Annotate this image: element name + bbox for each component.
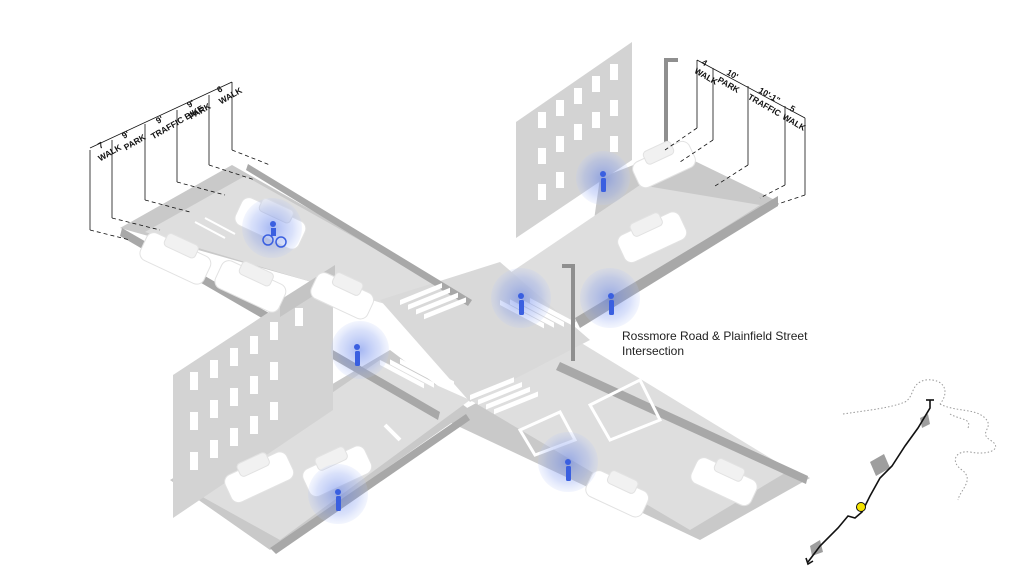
pedestrian-icon xyxy=(335,489,341,511)
dim-measure: 4 xyxy=(700,57,709,68)
right-dimension-lines xyxy=(664,59,806,205)
windows xyxy=(538,64,618,200)
caption-line-1: Rossmore Road & Plainfield Street xyxy=(622,329,808,343)
left-dimension-lines xyxy=(89,81,271,241)
dim-measure: 10' xyxy=(725,67,740,81)
dim-measure: 9' xyxy=(185,98,196,110)
location-map-inset xyxy=(805,379,997,566)
location-marker xyxy=(856,502,866,512)
pedestrian-icon xyxy=(518,293,524,315)
windows xyxy=(190,308,303,470)
dim-measure: 6 xyxy=(215,84,224,95)
dim-measure: 5 xyxy=(788,103,797,114)
caption-line-2: Intersection xyxy=(622,344,685,358)
left-dimension-labels: 7 WALK 9' PARK 9' TRAFFIC BIKE 9' PARK 6… xyxy=(96,84,244,164)
dim-measure: 9' xyxy=(120,129,131,141)
people xyxy=(262,171,614,511)
building-bottom-left xyxy=(173,265,335,518)
dim-measure: 7 xyxy=(96,140,105,151)
pedestrian-icon xyxy=(600,171,606,192)
pedestrian-icon xyxy=(354,344,360,366)
street-lamp xyxy=(562,58,678,361)
cyclist-icon xyxy=(262,221,287,248)
intersection-caption: Rossmore Road & Plainfield Street Inters… xyxy=(622,329,852,359)
sensor-halo xyxy=(331,321,389,379)
pedestrian-icon xyxy=(608,293,614,315)
pedestrian-icon xyxy=(565,459,571,481)
building-top-right xyxy=(516,42,632,238)
dim-measure: 9' xyxy=(154,114,165,126)
